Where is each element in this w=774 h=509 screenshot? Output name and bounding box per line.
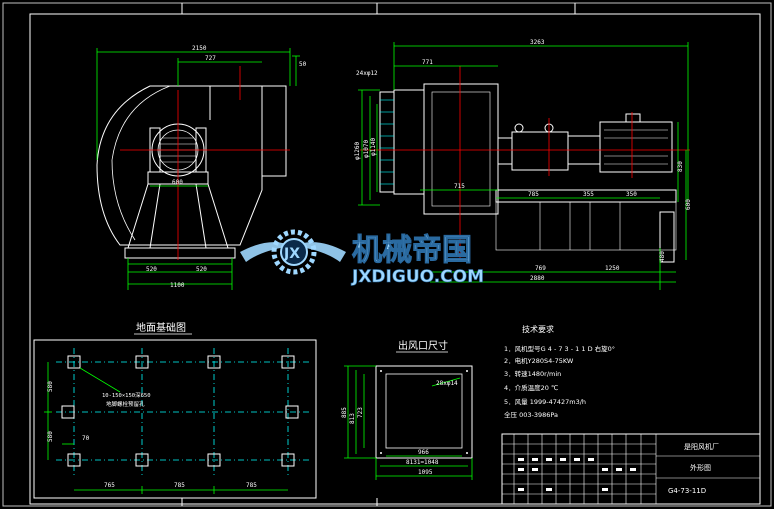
dim-885: 885 <box>341 407 348 418</box>
dim-1250: 1250 <box>605 265 620 272</box>
foundation-dims <box>44 362 288 494</box>
border-ticks <box>181 3 576 506</box>
dim-1095: 1095 <box>418 469 433 476</box>
volute-casing <box>96 85 263 246</box>
dim-600: 600 <box>172 179 183 186</box>
foundation-plan: 地面基础图 10-150×150深650 地脚螺栓预留孔 580 580 70 … <box>33 321 317 499</box>
inlet-hatch <box>380 99 394 185</box>
specs-title: 技术要求 <box>522 324 554 334</box>
gear-icon <box>271 229 317 275</box>
dim-785-b: 785 <box>246 482 257 489</box>
dim-2880: 2880 <box>530 275 545 282</box>
dim-phi1140: φ1140 <box>370 138 377 156</box>
dim-480: 480 <box>659 251 666 262</box>
dim-813: 813 <box>349 413 356 424</box>
spec-line-6: 全压 003-3986Pa <box>504 410 558 419</box>
spec-line-3: 3．转速1480r/min <box>504 369 561 378</box>
outlet-flange <box>261 85 287 177</box>
dim-785-a: 785 <box>174 482 185 489</box>
foundation-note-1: 10-150×150深650 <box>102 391 151 399</box>
dim-70: 70 <box>82 435 90 442</box>
dim-769: 769 <box>535 265 546 272</box>
outlet-dims <box>344 365 473 480</box>
watermark-cn: 机械帝国 <box>352 233 472 268</box>
dim-phi1070: φ1070 <box>363 140 370 158</box>
dim-765: 765 <box>104 482 115 489</box>
logo-letters: JX <box>283 246 300 262</box>
spec-line-2: 2．电机Y280S4-75KW <box>504 356 574 365</box>
foundation-centerlines <box>56 348 310 476</box>
dim-3263: 3263 <box>530 39 545 46</box>
dim-723: 723 <box>357 407 364 418</box>
outlet-hole-note: 28xφ14 <box>436 380 458 387</box>
dim-1100: 1100 <box>170 282 185 289</box>
foundation-note-2: 地脚螺栓预留孔 <box>106 400 145 408</box>
dim-966: 966 <box>418 449 429 456</box>
dim-715: 715 <box>454 183 465 190</box>
dim-580-bottom: 580 <box>47 431 54 442</box>
outlet-title: 出风口尺寸 <box>398 339 448 352</box>
dim-580-top: 580 <box>47 381 54 392</box>
title-grid-marks <box>518 458 636 491</box>
bearing-housing <box>511 131 569 171</box>
volute-inner <box>111 85 171 241</box>
company-name: 是阳风机厂 <box>684 442 719 451</box>
outlet-detail: 出风口尺寸 28xφ14 885 813 723 966 8131=1048 1… <box>341 339 473 480</box>
spec-line-4: 4．介质温度20 ℃ <box>504 383 558 392</box>
dim-520-left: 520 <box>146 266 157 273</box>
dim-350: 350 <box>626 191 637 198</box>
hole-note-24: 24xφ12 <box>356 70 378 77</box>
motor-side <box>599 121 673 173</box>
top-view-dims <box>96 48 300 290</box>
title-block: 是阳风机厂 外形图 G4-73-11D <box>501 433 761 505</box>
side-view-dims <box>358 42 689 290</box>
foundation-frame <box>33 339 317 499</box>
dim-727: 727 <box>205 55 216 62</box>
side-view: 3263 771 24xφ12 φ1260 φ1070 φ1140 830 60… <box>354 39 692 290</box>
dim-520-right: 520 <box>196 266 207 273</box>
model-number: G4-73-11D <box>668 487 706 495</box>
outlet-inner <box>385 373 463 449</box>
drawing-name: 外形图 <box>690 463 711 472</box>
dim-785: 785 <box>528 191 539 198</box>
dim-771: 771 <box>422 59 433 66</box>
spec-line-5: 5．风量 1999-47427m3/h <box>504 398 586 406</box>
dim-phi1260: φ1260 <box>354 142 361 160</box>
dim-355: 355 <box>583 191 594 198</box>
outlet-outer <box>375 365 473 459</box>
inlet-plate <box>379 91 395 193</box>
fan-casing-side <box>423 83 499 215</box>
fan-base <box>124 247 236 259</box>
dim-50: 50 <box>299 61 307 68</box>
watermark-logo: JX 机械帝国 JXDIGUO.COM <box>240 229 484 287</box>
dim-600-side: 600 <box>685 199 692 210</box>
title-grid <box>502 434 760 504</box>
watermark-url: JXDIGUO.COM <box>351 267 484 287</box>
dim-8131: 8131=1048 <box>406 459 439 466</box>
top-view: 2150 727 50 600 520 520 1100 <box>96 45 307 290</box>
tech-specs: 技术要求 1．风机型号G 4 - 7 3 - 1 1 D 右旋0° 2．电机Y2… <box>504 324 615 419</box>
foundation-title: 地面基础图 <box>136 321 186 334</box>
dim-830: 830 <box>677 161 684 172</box>
anchor-holes <box>61 355 299 467</box>
spec-line-1: 1．风机型号G 4 - 7 3 - 1 1 D 右旋0° <box>504 344 615 353</box>
dim-2150: 2150 <box>192 45 207 52</box>
inner-border <box>29 13 761 505</box>
